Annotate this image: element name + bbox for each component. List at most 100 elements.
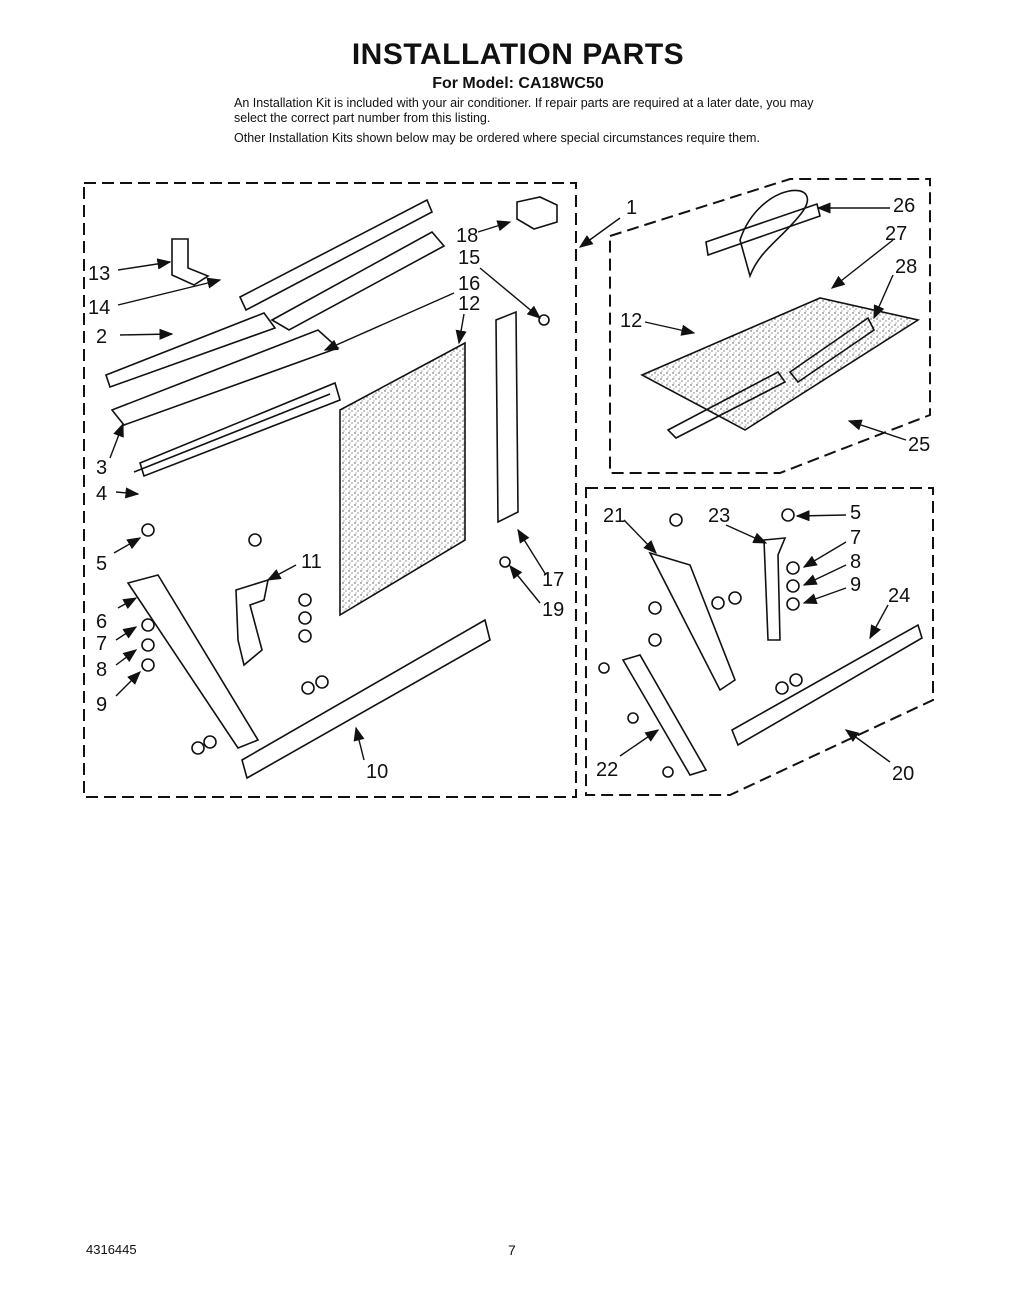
label-13: 13 bbox=[88, 263, 110, 285]
rail-top bbox=[238, 198, 434, 312]
panel-12 bbox=[339, 341, 466, 617]
bracket-13 bbox=[171, 238, 210, 286]
bottom-right-kit-boundary bbox=[585, 487, 934, 796]
page-title: INSTALLATION PARTS bbox=[351, 38, 685, 71]
label-20: 20 bbox=[892, 763, 914, 785]
intro-paragraph-2: Other Installation Kits shown below may … bbox=[234, 131, 760, 145]
block-18 bbox=[516, 196, 558, 230]
bracket-23 bbox=[763, 537, 787, 641]
washer-set-h bbox=[648, 601, 662, 615]
label-28: 28 bbox=[895, 256, 917, 278]
washer-8 bbox=[141, 638, 155, 652]
main-kit-parts bbox=[105, 196, 558, 780]
leader-arrows bbox=[109, 202, 907, 763]
label-3: 3 bbox=[96, 457, 107, 479]
washer-set-g bbox=[203, 735, 217, 749]
label-15: 15 bbox=[458, 247, 480, 269]
label-9: 9 bbox=[96, 694, 107, 716]
top-right-kit-labels: 26 27 28 12 25 bbox=[620, 195, 930, 456]
kit-boundaries bbox=[83, 178, 934, 798]
label-1: 1 bbox=[626, 197, 637, 219]
screw-22c bbox=[662, 766, 674, 778]
intro-text: An Installation Kit is included with you… bbox=[234, 96, 814, 151]
label-8: 8 bbox=[96, 659, 107, 681]
washer-7-kit bbox=[786, 561, 800, 575]
label-7: 7 bbox=[96, 633, 107, 655]
label-18: 18 bbox=[456, 225, 478, 247]
channel-3 bbox=[110, 329, 340, 426]
screw-22b bbox=[627, 712, 639, 724]
label-7-kit: 7 bbox=[850, 527, 861, 549]
channel-28b bbox=[788, 316, 876, 384]
label-17: 17 bbox=[542, 569, 564, 591]
label-19: 19 bbox=[542, 599, 564, 621]
support-brace-22 bbox=[621, 654, 708, 776]
label-24: 24 bbox=[888, 585, 910, 607]
label-22: 22 bbox=[596, 759, 618, 781]
screw-19 bbox=[499, 556, 511, 568]
channel-28 bbox=[666, 370, 787, 439]
label-26: 26 bbox=[893, 195, 915, 217]
intro-paragraph-1: An Installation Kit is included with you… bbox=[234, 96, 814, 125]
washer-set-a bbox=[298, 593, 312, 607]
channel-16 bbox=[133, 393, 331, 473]
top-right-kit-boundary bbox=[609, 178, 931, 474]
footer-page-number: 7 bbox=[508, 1242, 516, 1258]
label-27: 27 bbox=[885, 223, 907, 245]
main-kit-labels: 13 14 2 3 4 5 6 7 8 9 11 10 18 15 16 12 … bbox=[88, 197, 637, 783]
label-25: 25 bbox=[908, 434, 930, 456]
label-11: 11 bbox=[301, 551, 322, 573]
label-10: 10 bbox=[366, 761, 388, 783]
washer-7 bbox=[141, 618, 155, 632]
angle-17 bbox=[495, 310, 519, 524]
washer-set-c bbox=[298, 629, 312, 643]
washer-set-j bbox=[711, 596, 725, 610]
support-brace-6 bbox=[126, 574, 260, 749]
label-16: 16 bbox=[458, 273, 480, 295]
label-5-kit: 5 bbox=[850, 502, 861, 524]
support-brace-21 bbox=[648, 551, 736, 692]
washer-8-kit bbox=[786, 579, 800, 593]
washer-set-e bbox=[315, 675, 329, 689]
bottom-right-kit-parts bbox=[598, 508, 923, 778]
screw-5 bbox=[141, 523, 155, 537]
rail-2 bbox=[105, 312, 277, 389]
sill-rail-10 bbox=[241, 618, 491, 780]
model-subtitle: For Model: CA18WC50 bbox=[432, 75, 604, 92]
washer-set-i bbox=[648, 633, 662, 647]
nut-9-kit bbox=[786, 597, 800, 611]
screw-5-kit bbox=[781, 508, 795, 522]
bottom-right-kit-labels: 21 23 5 7 8 9 24 22 20 bbox=[596, 502, 914, 785]
label-14: 14 bbox=[88, 297, 110, 319]
panel-12-kit bbox=[640, 297, 921, 431]
seal-loop-27 bbox=[739, 189, 808, 279]
washer-set-b bbox=[298, 611, 312, 625]
screw-21 bbox=[669, 513, 683, 527]
label-6: 6 bbox=[96, 611, 107, 633]
washer-set-f bbox=[191, 741, 205, 755]
label-12-kit: 12 bbox=[620, 310, 642, 332]
label-12: 12 bbox=[458, 293, 480, 315]
channel-15 bbox=[270, 230, 446, 331]
screw-15 bbox=[538, 314, 550, 326]
washer-set-k bbox=[728, 591, 742, 605]
label-21: 21 bbox=[603, 505, 625, 527]
seal-strip-4 bbox=[139, 381, 341, 478]
washer-set-m bbox=[789, 673, 803, 687]
bracket-11 bbox=[235, 578, 270, 667]
label-8-kit: 8 bbox=[850, 551, 861, 573]
label-4: 4 bbox=[96, 483, 107, 505]
main-kit-boundary bbox=[83, 182, 577, 798]
washer-set-d bbox=[301, 681, 315, 695]
screw-main-2 bbox=[248, 533, 262, 547]
footer-part-code: 4316445 bbox=[86, 1242, 137, 1257]
screw-22a bbox=[598, 662, 610, 674]
sill-rail-24 bbox=[730, 623, 923, 747]
label-9-kit: 9 bbox=[850, 574, 861, 596]
label-2: 2 bbox=[96, 326, 107, 348]
seal-strip-26 bbox=[705, 202, 821, 257]
label-5: 5 bbox=[96, 553, 107, 575]
top-right-kit-parts bbox=[640, 189, 921, 439]
nut-9 bbox=[141, 658, 155, 672]
